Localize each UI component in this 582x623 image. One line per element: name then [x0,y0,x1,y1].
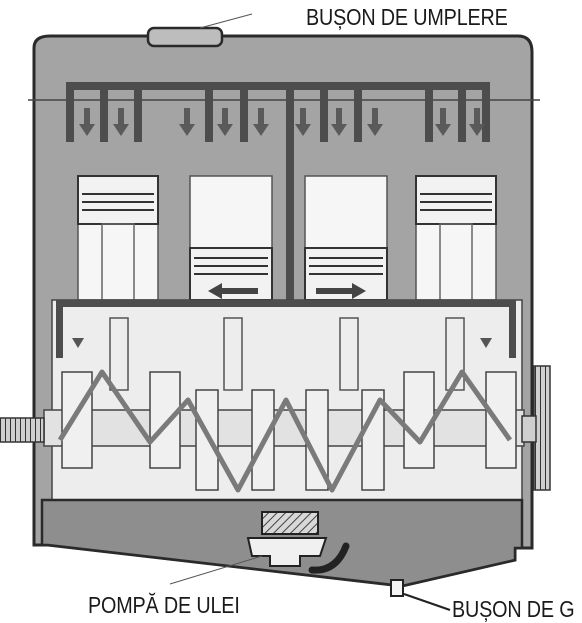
cylinder-2 [190,176,272,300]
cylinder-3 [305,176,387,300]
filler-cap-label: BUȘON DE UMPLERE [306,4,508,31]
drain-cap-leader [404,594,450,610]
crankshaft-rear-end [522,416,536,442]
drain-cap-label: BUȘON DE G [452,596,574,623]
filler-cap [148,28,222,46]
oil-pump-label: POMPĂ DE ULEI [88,592,240,619]
drain-cap [391,580,403,596]
filler-cap-leader [200,14,252,28]
crankshaft-front-end [0,418,44,442]
